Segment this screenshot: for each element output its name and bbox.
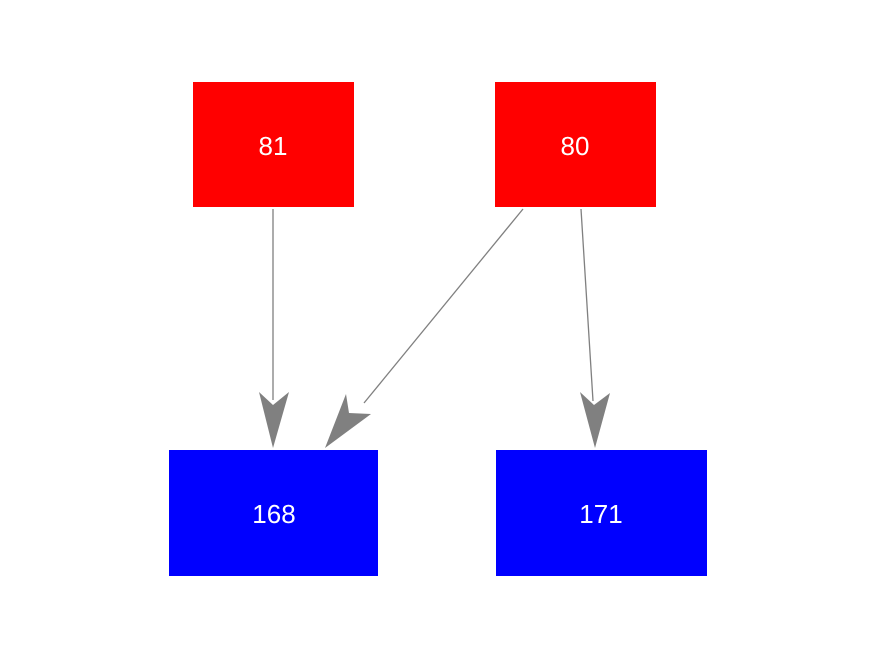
node-label: 168 bbox=[252, 499, 295, 529]
node-label: 80 bbox=[561, 131, 590, 161]
node-box bbox=[169, 450, 378, 576]
node-label: 171 bbox=[579, 499, 622, 529]
arrowhead-icon bbox=[259, 392, 289, 448]
node-box bbox=[496, 450, 707, 576]
edge-81-to-168[interactable] bbox=[259, 209, 289, 448]
edge-line bbox=[363, 208, 524, 404]
node-box bbox=[193, 82, 354, 207]
node-label: 81 bbox=[259, 131, 288, 161]
edge-80-to-168[interactable] bbox=[325, 208, 524, 448]
edge-line bbox=[580, 208, 594, 402]
arrowhead-icon bbox=[580, 392, 610, 448]
node-81[interactable]: 81 bbox=[193, 82, 354, 207]
node-171[interactable]: 171 bbox=[496, 450, 707, 576]
node-168[interactable]: 168 bbox=[169, 450, 378, 576]
arrowhead-icon bbox=[325, 394, 371, 448]
node-80[interactable]: 80 bbox=[495, 82, 656, 207]
edge-group bbox=[259, 208, 610, 448]
node-group: 81 80 168 171 bbox=[169, 82, 707, 576]
node-box bbox=[495, 82, 656, 207]
edge-80-to-171[interactable] bbox=[580, 208, 610, 448]
